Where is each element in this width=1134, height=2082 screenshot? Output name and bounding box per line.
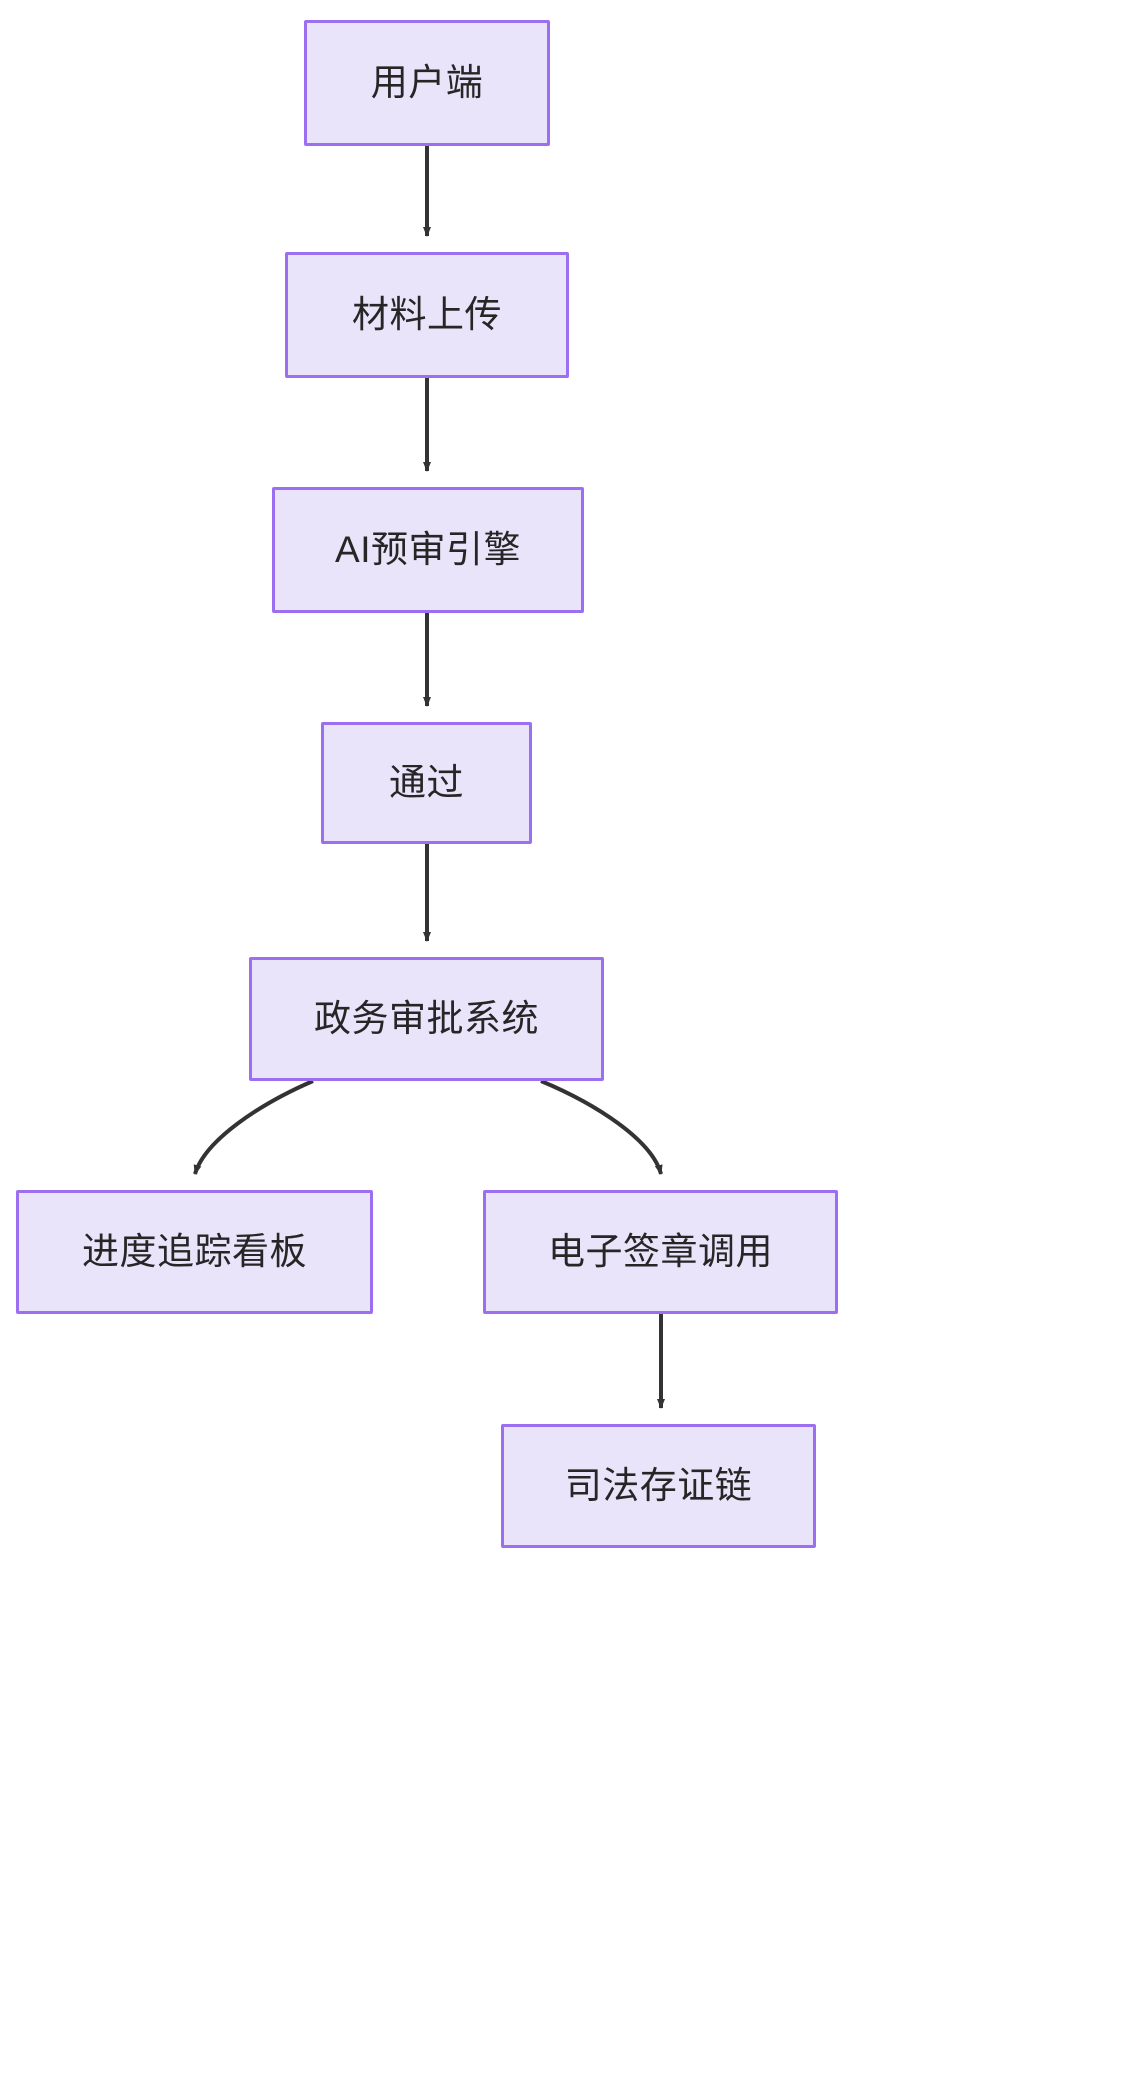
node-government-approval-system-label: 政务审批系统 [314, 997, 539, 1039]
node-user[interactable]: 用户端 [304, 20, 550, 146]
node-material-upload[interactable]: 材料上传 [285, 252, 569, 378]
node-ai-prereview-engine-label: AI预审引擎 [335, 528, 521, 570]
node-pass[interactable]: 通过 [321, 722, 532, 844]
node-user-label: 用户端 [370, 61, 484, 103]
edge-approval-to-seal [540, 1079, 663, 1175]
node-ai-prereview-engine[interactable]: AI预审引擎 [272, 487, 584, 613]
node-material-upload-label: 材料上传 [352, 293, 502, 335]
node-pass-label: 通过 [389, 761, 464, 803]
node-electronic-seal-invocation-label: 电子签章调用 [548, 1230, 773, 1272]
node-government-approval-system[interactable]: 政务审批系统 [249, 957, 604, 1081]
node-progress-tracking-board[interactable]: 进度追踪看板 [16, 1190, 373, 1314]
node-progress-tracking-board-label: 进度追踪看板 [82, 1230, 307, 1272]
node-judicial-evidence-chain-label: 司法存证链 [564, 1464, 753, 1506]
node-electronic-seal-invocation[interactable]: 电子签章调用 [483, 1190, 838, 1314]
node-judicial-evidence-chain[interactable]: 司法存证链 [501, 1424, 816, 1548]
edge-approval-to-tracking [193, 1079, 314, 1175]
